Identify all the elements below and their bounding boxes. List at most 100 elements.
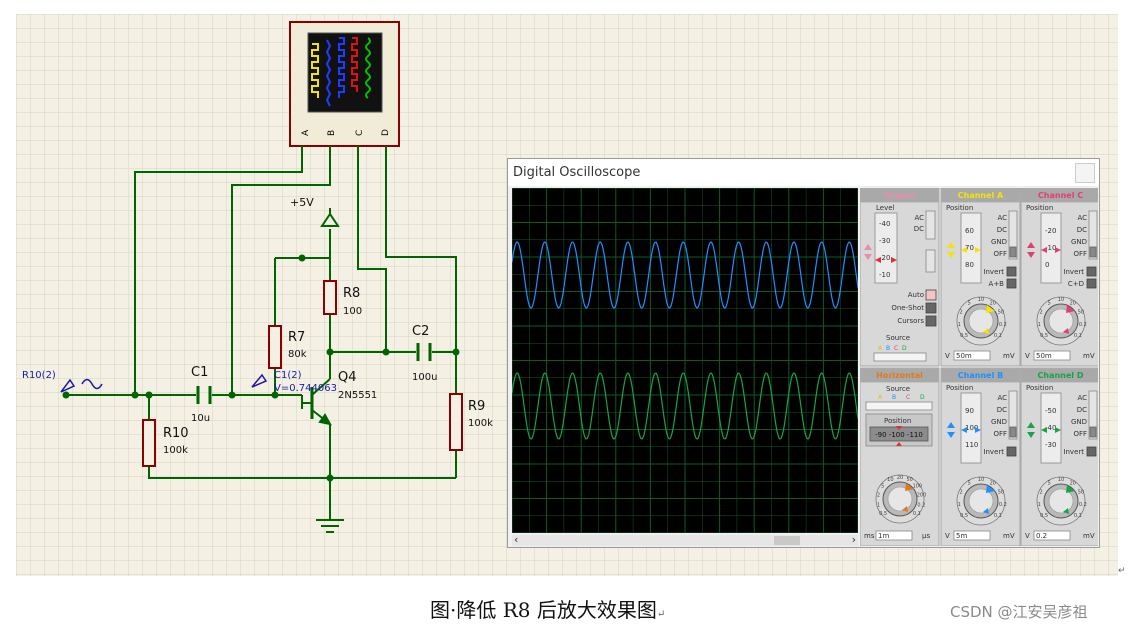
resistor-r8[interactable] — [323, 280, 337, 315]
scale-readout[interactable] — [953, 350, 991, 361]
knob-tick-label: 1 — [958, 322, 961, 328]
knob-tick-label: 0.1 — [994, 333, 1002, 339]
trigger-mode-toggle[interactable] — [925, 315, 937, 327]
knob-tick-label: 5 — [968, 480, 971, 486]
coupling-switch[interactable] — [1008, 210, 1018, 260]
source-slider[interactable] — [873, 352, 927, 362]
level-slider[interactable] — [874, 212, 898, 284]
coupling-option: OFF — [993, 250, 1007, 258]
unit-left: V — [945, 352, 950, 360]
capacitor-c1[interactable] — [196, 386, 212, 404]
horizontal-scale-readout[interactable] — [875, 530, 913, 541]
transistor-q4[interactable] — [302, 352, 332, 426]
unit-right: mV — [1003, 532, 1015, 540]
knob-tick-label: 2 — [1039, 490, 1042, 496]
coupling-switch-thumb[interactable] — [1089, 426, 1097, 438]
source-channel: D — [902, 345, 907, 352]
scale-readout[interactable] — [953, 530, 991, 541]
position-label: Position — [946, 384, 973, 392]
wires — [66, 146, 457, 519]
trigger-mode-toggle[interactable] — [925, 302, 937, 314]
control-panel: TriggerLevel-40-30-20-10ACDCAutoOne-Shot… — [860, 188, 1098, 546]
position-slider[interactable] — [1040, 212, 1062, 284]
coupling-switch-thumb[interactable] — [1009, 246, 1017, 258]
probe-voltage-readout: V=0.744063 — [274, 383, 337, 394]
position-slider[interactable] — [960, 212, 982, 284]
power-terminal[interactable]: +5V — [290, 196, 340, 227]
extra-toggle[interactable] — [1086, 446, 1097, 457]
ground-symbol[interactable] — [316, 519, 344, 533]
knob-tick-label: 2 — [959, 490, 962, 496]
figure-caption: 图·降低 R8 后放大效果图↵ — [430, 594, 665, 623]
caption-text: 图·降低 R8 后放大效果图 — [430, 598, 657, 622]
scope-symbol[interactable]: A B C D — [289, 21, 400, 147]
knob-tick-label: 50 — [1078, 310, 1084, 316]
coupling-option: GND — [991, 418, 1007, 426]
capacitor-c2[interactable] — [416, 343, 432, 361]
trigger-edge-switch[interactable] — [925, 249, 936, 273]
extra-option: C+D — [1068, 280, 1084, 288]
scroll-left-icon[interactable]: ‹ — [514, 533, 519, 546]
power-label: +5V — [290, 196, 314, 209]
scale-readout[interactable] — [1033, 530, 1071, 541]
close-button[interactable] — [1075, 163, 1095, 183]
coupling-switch[interactable] — [1088, 390, 1098, 440]
r8-ref: R8 — [343, 286, 360, 301]
extra-toggle[interactable] — [1006, 446, 1017, 457]
knob-tick-label: 0.5 — [960, 333, 968, 339]
resistor-r10[interactable] — [142, 419, 156, 467]
position-label: Position — [1026, 384, 1053, 392]
position-tick: -10 — [1045, 244, 1056, 252]
resistor-r7[interactable] — [268, 325, 282, 369]
scope-terminal-b: B — [327, 130, 337, 136]
knob-tick-label: 0.1 — [913, 511, 921, 517]
r7-ref: R7 — [288, 330, 305, 345]
knob-tick-label: 2 — [1039, 310, 1042, 316]
position-tick: 60 — [965, 227, 974, 235]
position-tick: 110 — [965, 441, 978, 449]
source-channel: A — [878, 345, 883, 352]
extra-toggle[interactable] — [1086, 278, 1097, 289]
csdn-watermark: CSDN @江安吴彦祖 — [950, 603, 1088, 621]
position-slider[interactable] — [960, 392, 982, 464]
trigger-mode-toggle[interactable] — [925, 289, 937, 301]
oscilloscope-titlebar[interactable]: Digital Oscilloscope — [508, 159, 1099, 186]
coupling-option: AC — [997, 214, 1007, 222]
coupling-switch-thumb[interactable] — [1089, 246, 1097, 258]
ac-source-probe[interactable]: R10(2) — [22, 370, 103, 393]
coupling-switch[interactable] — [1088, 210, 1098, 260]
position-tick: -50 — [1045, 407, 1056, 415]
coupling-switch[interactable] — [1008, 390, 1018, 440]
horizontal-source-slider[interactable] — [865, 401, 933, 411]
position-slider[interactable] — [1040, 392, 1062, 464]
horizontal-scrollbar[interactable]: ‹ › — [512, 533, 858, 546]
extra-toggle[interactable] — [1006, 266, 1017, 277]
r7-value: 80k — [288, 349, 307, 360]
voltage-probe-c1[interactable]: C1(2) V=0.744063 — [251, 370, 337, 394]
scale-value: 5m — [956, 532, 967, 540]
q4-ref: Q4 — [338, 370, 357, 385]
knob-tick-label: 1 — [1038, 322, 1041, 328]
scale-readout[interactable] — [1033, 350, 1071, 361]
extra-option: Invert — [1063, 268, 1084, 276]
knob-tick-label: 0.5 — [960, 513, 968, 519]
extra-toggle[interactable] — [1006, 278, 1017, 289]
channel-d-panel-header-bar — [1021, 368, 1098, 383]
resistor-r9[interactable] — [449, 393, 463, 451]
scroll-thumb[interactable] — [774, 536, 800, 545]
unit-right: mV — [1003, 352, 1015, 360]
knob-tick-label: 0.2 — [917, 502, 925, 508]
coupling-switch-thumb[interactable] — [1009, 426, 1017, 438]
q4-value: 2N5551 — [338, 390, 377, 401]
scroll-right-icon[interactable]: › — [851, 533, 856, 546]
trigger-coupling-switch[interactable] — [925, 210, 936, 240]
extra-toggle[interactable] — [1086, 266, 1097, 277]
r8-value: 100 — [343, 306, 362, 317]
trace-channel-a — [512, 241, 858, 309]
